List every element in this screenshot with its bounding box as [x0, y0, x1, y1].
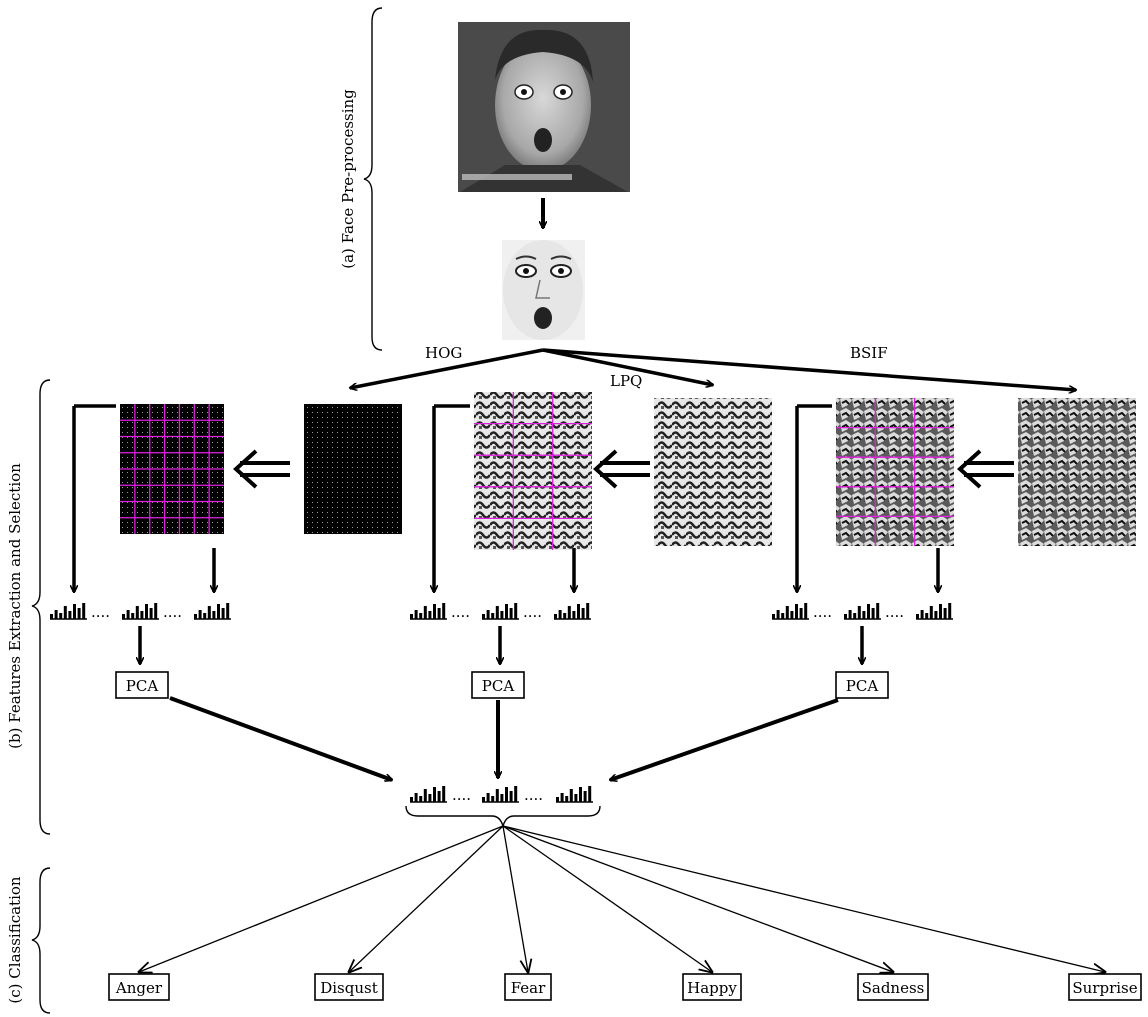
- histogram-bsif-3: [916, 603, 953, 620]
- lpq-descriptor-image: [654, 398, 772, 546]
- class-label: Sadness: [862, 979, 925, 997]
- ellipsis-dots: ....: [885, 603, 904, 621]
- histogram-lpq-3: [554, 603, 591, 620]
- histogram-hog-3: [194, 603, 231, 620]
- class-label: Disqust: [320, 979, 378, 997]
- arrow-class-anger: [139, 825, 504, 972]
- ellipsis-dots: ....: [523, 603, 542, 621]
- lpq-grid-image: [474, 392, 592, 550]
- class-label: Surprise: [1072, 979, 1137, 997]
- class-box-happy: Happy: [682, 973, 742, 1001]
- cropped-face-image: [502, 240, 585, 340]
- pca-box-lpq: PCA: [471, 671, 525, 699]
- original-face-image: [458, 22, 630, 192]
- hog-descriptor-image: [304, 404, 402, 534]
- class-box-sadness: Sadness: [857, 973, 929, 1001]
- arrow-class-fear: [502, 825, 528, 972]
- branch-flow-bsif: ........ PCA: [772, 404, 953, 699]
- class-label: Anger: [115, 979, 163, 997]
- brace-c: [31, 867, 51, 1014]
- arrow-pca-bsif-concat: [610, 698, 839, 780]
- branch-flow-hog: ........ PCA: [50, 404, 231, 699]
- pca-box-bsif: PCA: [835, 671, 889, 699]
- class-box-disqust: Disqust: [314, 973, 384, 1001]
- class-box-anger: Anger: [108, 973, 170, 1001]
- branch-label-lpq: LPQ: [610, 372, 642, 390]
- brace-b: [31, 379, 51, 835]
- arrow-bsif: [542, 348, 1076, 390]
- histogram-hog-1: [50, 603, 87, 620]
- arrow-class-disqust: [349, 825, 504, 972]
- branch-label-bsif: BSIF: [850, 344, 888, 362]
- pca-label: PCA: [482, 677, 515, 695]
- ellipsis-dots: ....: [451, 603, 470, 621]
- section-label-c: (c) Classification: [6, 876, 24, 1003]
- section-label-b: (b) Features Extraction and Selection: [6, 463, 24, 749]
- class-label: Happy: [687, 979, 737, 997]
- arrow-hog: [350, 348, 544, 388]
- pca-box-hog: PCA: [115, 671, 169, 699]
- histogram-concat-1: [410, 786, 447, 803]
- ellipsis-dots: ....: [813, 603, 832, 621]
- ellipsis-dots: ....: [452, 786, 471, 804]
- ellipsis-dots: ....: [163, 603, 182, 621]
- histogram-hog-2: [122, 603, 159, 620]
- double-arrow-bsif: [957, 449, 1014, 489]
- arrow-lpq: [542, 348, 713, 385]
- hog-grid-image: [120, 404, 224, 534]
- pca-label: PCA: [846, 677, 879, 695]
- double-arrow-lpq: [593, 449, 650, 489]
- arrow-class-surprise: [502, 825, 1105, 972]
- histogram-lpq-1: [410, 603, 447, 620]
- double-arrow-hog: [233, 449, 290, 489]
- bsif-grid-image: [836, 398, 954, 546]
- histogram-bsif-1: [772, 603, 809, 620]
- branch-flow-lpq: ........ PCA: [410, 404, 591, 699]
- brace-a: [363, 7, 383, 351]
- class-label: Fear: [511, 979, 546, 997]
- histogram-concat-2: [482, 786, 519, 803]
- histogram-lpq-2: [482, 603, 519, 620]
- histogram-concat-3: [556, 786, 593, 803]
- section-label-a: (a) Face Pre-processing: [339, 89, 357, 269]
- concatenated-feature-vector: ........: [410, 786, 593, 804]
- class-box-surprise: Surprise: [1068, 973, 1142, 1001]
- arrow-class-sadness: [502, 825, 893, 972]
- concat-brace: [405, 805, 601, 829]
- bsif-descriptor-image: [1018, 398, 1136, 546]
- arrow-class-happy: [502, 825, 712, 972]
- histogram-bsif-2: [844, 603, 881, 620]
- arrow-pca-hog-concat: [169, 696, 392, 780]
- pca-label: PCA: [126, 677, 159, 695]
- ellipsis-dots: ....: [524, 786, 543, 804]
- branch-label-hog: HOG: [425, 344, 462, 362]
- ellipsis-dots: ....: [91, 603, 110, 621]
- class-box-fear: Fear: [504, 973, 552, 1001]
